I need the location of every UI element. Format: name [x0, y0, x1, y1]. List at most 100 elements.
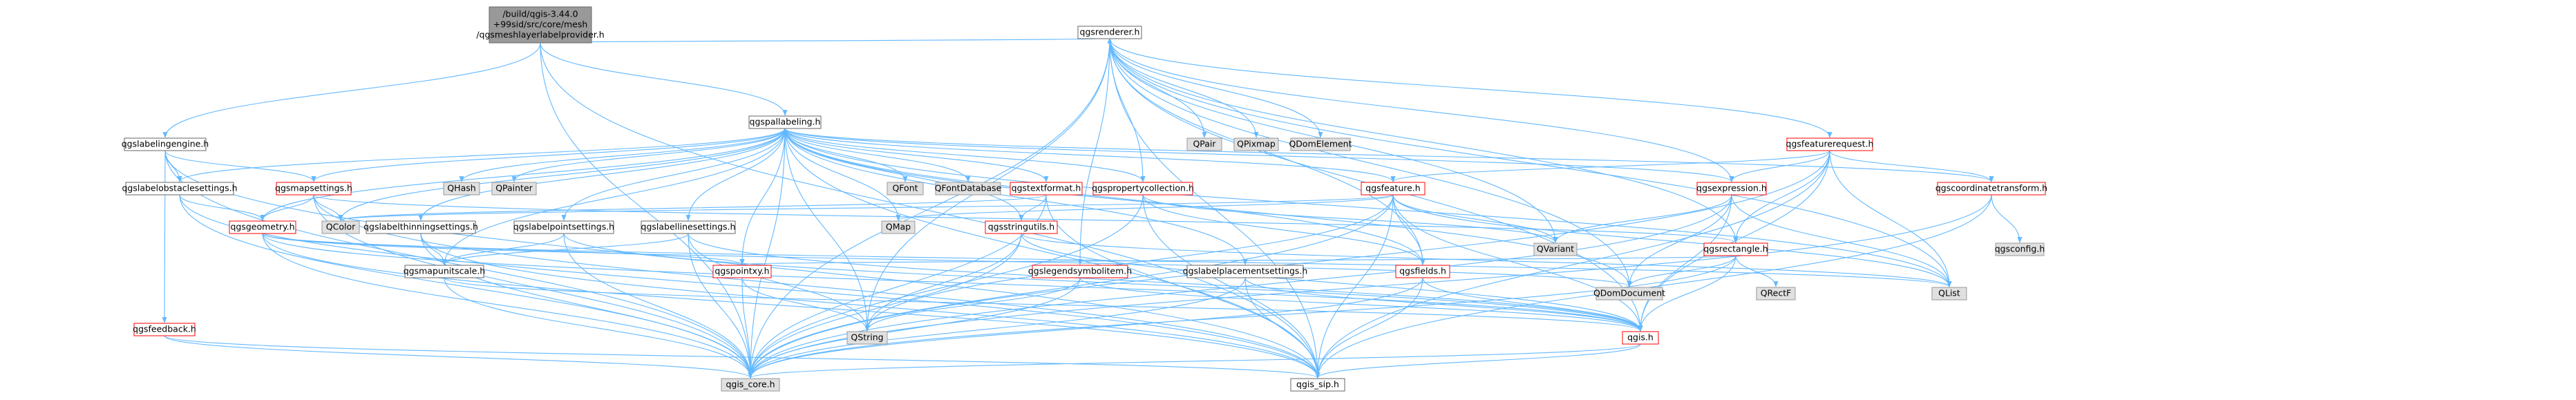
- edge-qgspallabeling-to-qgsgeometry: [260, 128, 786, 221]
- edge-line: [864, 233, 1022, 332]
- edge-line: [540, 42, 788, 116]
- edge-line: [442, 233, 565, 265]
- edge-line: [1142, 194, 1320, 379]
- edge-line: [864, 277, 1081, 332]
- node-qgsstringutils[interactable]: qgsstringutils.h: [985, 220, 1058, 234]
- edge-qgsfeedback-to-qgis_core: [164, 335, 753, 379]
- node-qgspropertycollection[interactable]: qgspropertycollection.h: [1092, 182, 1194, 196]
- node-label: QDomDocument: [1593, 288, 1665, 298]
- edge-qgsstringutils-to-qgis: [1021, 233, 1643, 332]
- node-box: [404, 265, 484, 278]
- edge-qgscoordinatetransform-to-qgis_sip: [1315, 194, 1992, 379]
- node-box: [491, 182, 537, 196]
- node-label: QHash: [447, 183, 475, 193]
- edge-line: [418, 128, 786, 221]
- node-qgslabellinesettings[interactable]: qgslabellinesettings.h: [641, 220, 736, 234]
- edge-qgsstringutils-to-QString: [864, 233, 1022, 332]
- edge-line: [1142, 194, 1558, 243]
- edge-qgsfeaturerequest-to-qgscoordinatetransform: [1829, 150, 1994, 182]
- node-QPair: QPair: [1186, 137, 1222, 151]
- node-qgslabelpointsettings[interactable]: qgslabelpointsettings.h: [513, 220, 614, 234]
- edge-qgstextformat-to-qgsstringutils: [1019, 194, 1047, 221]
- edge-line: [164, 335, 753, 379]
- node-qgslabelobstaclesettings[interactable]: qgslabelobstaclesettings.h: [122, 182, 238, 196]
- edge-qgslabelingengine-to-qgsmapsettings: [164, 150, 316, 182]
- node-qgsfeedback[interactable]: qgsfeedback.h: [133, 323, 196, 336]
- edge-line: [688, 233, 1643, 332]
- node-qgsrenderer[interactable]: qgsrenderer.h: [1077, 26, 1142, 39]
- node-qgsgeometry[interactable]: qgsgeometry.h: [229, 220, 296, 234]
- node-box: [985, 220, 1058, 234]
- edge-line: [179, 194, 265, 221]
- node-qgsexpression[interactable]: qgsexpression.h: [1696, 182, 1767, 196]
- node-label: QString: [851, 332, 883, 343]
- edge-qgspallabeling-to-QList: [784, 128, 1952, 287]
- node-qgspointxy[interactable]: qgspointxy.h: [712, 265, 772, 278]
- edge-line: [784, 128, 1049, 182]
- edge-qgspallabeling-to-qgscoordinatetransform: [784, 128, 1994, 182]
- edge-qgspallabeling-to-qgsmapsettings: [311, 128, 786, 182]
- node-qgsfeature[interactable]: qgsfeature.h: [1361, 182, 1426, 196]
- node-qgsrectangle[interactable]: qgsrectangle.h: [1703, 242, 1768, 256]
- node-qgslabelthinningsettings[interactable]: qgslabelthinningsettings.h: [363, 220, 478, 234]
- node-qgsfields[interactable]: qgsfields.h: [1395, 265, 1450, 278]
- edge-layer: [162, 37, 2023, 379]
- node-qgscoordinatetransform[interactable]: qgscoordinatetransform.h: [1935, 182, 2047, 196]
- edge-qgsexpression-to-QDomDocument: [1627, 194, 1732, 287]
- edge-line: [1829, 150, 1952, 287]
- node-qgsmapsettings[interactable]: qgsmapsettings.h: [275, 182, 352, 196]
- edge-qgspointxy-to-qgis_core: [741, 277, 753, 379]
- edge-qgsfeature-to-qgis: [1392, 194, 1643, 332]
- node-QColor: QColor: [321, 220, 360, 234]
- node-root: /build/qgis-3.44.0+99sid/src/core/mesh/q…: [476, 6, 605, 44]
- edge-line: [784, 128, 971, 182]
- edge-line: [1392, 194, 1426, 265]
- node-label: qgsstringutils.h: [988, 222, 1054, 232]
- node-qgstextformat[interactable]: qgstextformat.h: [1010, 182, 1083, 196]
- edge-qgspallabeling-to-qgslabelpointsettings: [561, 128, 786, 221]
- edge-line: [262, 233, 753, 379]
- node-qgslabelingengine[interactable]: qgslabelingengine.h: [122, 137, 209, 151]
- edge-line: [784, 128, 1396, 182]
- edge-line: [748, 233, 1022, 379]
- node-label: qgspallabeling.h: [750, 117, 821, 127]
- edge-qgslabelplacementsettings-to-qgis: [1244, 277, 1643, 332]
- node-qgspallabeling[interactable]: qgspallabeling.h: [748, 115, 822, 129]
- node-label: QFont: [892, 183, 918, 193]
- edge-qgspallabeling-to-qgsstringutils: [784, 128, 1024, 221]
- node-QPixmap: QPixmap: [1233, 137, 1279, 151]
- node-QDomElement: QDomElement: [1289, 137, 1352, 151]
- edge-line: [1392, 194, 1558, 243]
- node-label: QVariant: [1537, 244, 1574, 254]
- edge-qgsgeometry-to-qgis_sip: [262, 233, 1320, 379]
- edge-line: [338, 194, 1047, 221]
- node-qgsmapunitscale[interactable]: qgsmapunitscale.h: [404, 265, 485, 278]
- node-qgslegendsymbolitem[interactable]: qgslegendsymbolitem.h: [1028, 265, 1132, 278]
- node-qgsfeaturerequest[interactable]: qgsfeaturerequest.h: [1786, 137, 1874, 151]
- edge-line: [442, 128, 786, 265]
- node-QPainter: QPainter: [491, 182, 537, 196]
- edge-line: [1315, 194, 1394, 379]
- edge-line: [784, 128, 1632, 287]
- edge-qgsmapunitscale-to-qgis_core: [444, 277, 753, 379]
- node-qgslabelplacementsettings[interactable]: qgslabelplacementsettings.h: [1183, 265, 1308, 278]
- node-qgis_sip[interactable]: qgis_sip.h: [1290, 378, 1345, 392]
- edge-qgsfeaturerequest-to-qgsexpression: [1729, 150, 1830, 182]
- edge-line: [561, 128, 786, 221]
- edge-qgspallabeling-to-qgslabelobstaclesettings: [177, 128, 786, 182]
- node-qgis[interactable]: qgis.h: [1622, 331, 1659, 345]
- node-box: [133, 323, 196, 336]
- edge-qgspropertycollection-to-QVariant: [1142, 194, 1558, 243]
- node-label: qgslegendsymbolitem.h: [1028, 266, 1132, 276]
- node-qgsconfig: qgsconfig.h: [1995, 242, 2045, 256]
- edge-qgsfeature-to-QVariant: [1392, 194, 1558, 243]
- node-layer: /build/qgis-3.44.0+99sid/src/core/mesh/q…: [122, 6, 2047, 392]
- node-box: [846, 331, 888, 345]
- edge-line: [1244, 277, 1320, 379]
- edge-line: [338, 128, 786, 221]
- edge-qgslabelthinningsettings-to-qgis_core: [420, 233, 753, 379]
- edge-line: [784, 128, 1734, 182]
- edge-qgsrenderer-to-QList: [1109, 38, 1952, 287]
- node-QRectF: QRectF: [1756, 287, 1796, 301]
- node-box: [641, 220, 736, 234]
